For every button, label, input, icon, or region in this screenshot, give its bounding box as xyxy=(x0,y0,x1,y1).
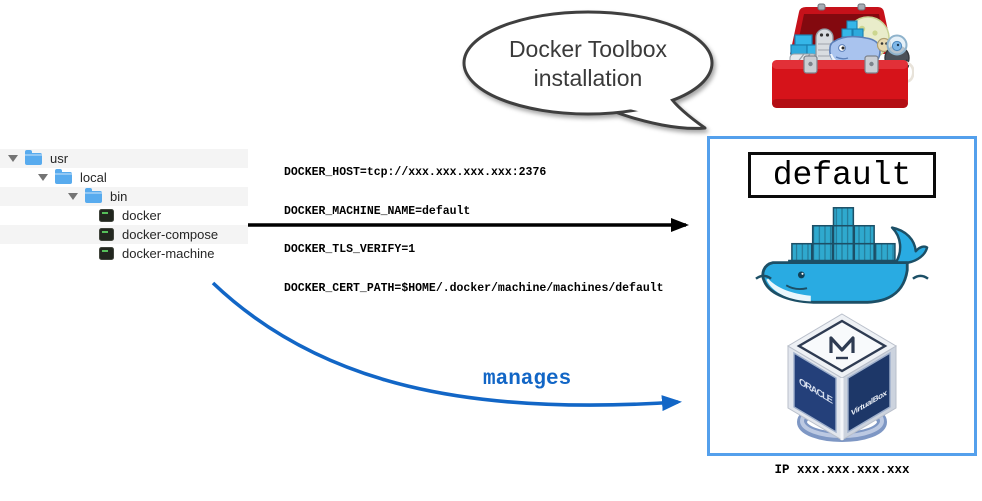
speech-bubble-ellipse xyxy=(462,10,714,116)
terminal-icon xyxy=(99,247,114,260)
machine-name-label: default xyxy=(748,152,936,198)
machine-box: default xyxy=(707,136,977,456)
toolbox-contents xyxy=(789,16,914,83)
tree-row-local[interactable]: local xyxy=(0,168,248,187)
tree-item-label: bin xyxy=(110,189,128,204)
tree-row-docker[interactable]: docker xyxy=(0,206,248,225)
docker-whale-logo xyxy=(755,207,929,304)
ip-label: IP xxx.xxx.xxx.xxx xyxy=(774,463,910,477)
disclosure-triangle-icon[interactable] xyxy=(68,193,78,200)
folder-icon xyxy=(25,150,42,165)
container-stack xyxy=(791,207,896,263)
manages-label: manages xyxy=(483,368,572,391)
tree-row-docker-compose[interactable]: docker-compose xyxy=(0,225,248,244)
env-line: DOCKER_TLS_VERIFY=1 xyxy=(284,243,416,257)
file-tree: usr local bin docker docker-compose dock… xyxy=(0,149,248,263)
tree-item-label: docker xyxy=(122,208,162,223)
virtualbox-logo: ORACLE VirtualBox xyxy=(787,313,897,442)
virtualbox-v-glyph xyxy=(829,336,855,353)
tree-row-docker-machine[interactable]: docker-machine xyxy=(0,244,248,263)
env-line: DOCKER_CERT_PATH=$HOME/.docker/machine/m… xyxy=(284,281,664,295)
disclosure-triangle-icon[interactable] xyxy=(38,174,48,181)
disclosure-triangle-icon[interactable] xyxy=(8,155,18,162)
env-variables-block: DOCKER_HOST=tcp://xxx.xxx.xxx.xxx:2376 D… xyxy=(284,141,664,322)
tree-item-label: docker-compose xyxy=(122,227,219,242)
folder-icon xyxy=(85,188,102,203)
tree-row-usr[interactable]: usr xyxy=(0,149,248,168)
env-line: DOCKER_HOST=tcp://xxx.xxx.xxx.xxx:2376 xyxy=(284,165,547,179)
env-line: DOCKER_MACHINE_NAME=default xyxy=(284,204,471,218)
toolbox-latch xyxy=(803,55,818,74)
tree-item-label: docker-machine xyxy=(122,246,215,261)
terminal-icon xyxy=(99,228,114,241)
speech-bubble: Docker Toolbox installation xyxy=(462,10,714,130)
tree-row-bin[interactable]: bin xyxy=(0,187,248,206)
bubble-text-line2: installation xyxy=(534,65,643,91)
tree-item-label: local xyxy=(80,170,107,185)
docker-toolbox-logo xyxy=(772,3,914,108)
bubble-text-line1: Docker Toolbox xyxy=(509,36,668,62)
folder-icon xyxy=(55,169,72,184)
terminal-icon xyxy=(99,209,114,222)
toolbox-latch xyxy=(864,55,879,74)
tree-item-label: usr xyxy=(50,151,69,166)
